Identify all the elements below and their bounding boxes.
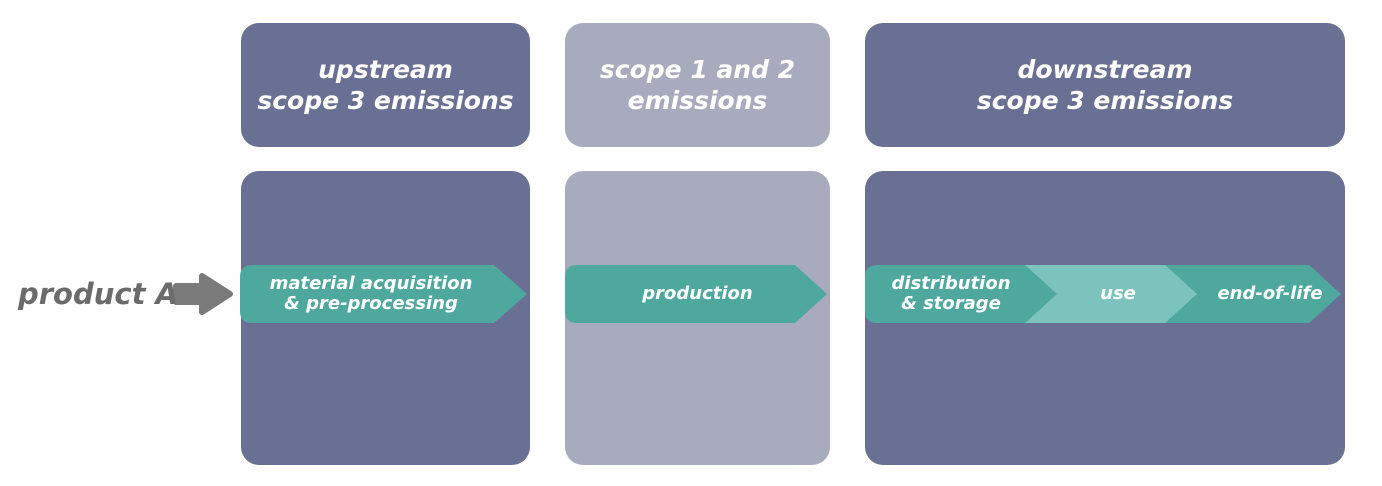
stage-label-use: use (1100, 283, 1136, 304)
header-line: downstream (1017, 55, 1193, 84)
stage-label-end-of-life: end-of-life (1217, 283, 1323, 304)
stage-label-material-acquisition: material acquisition & pre-processing (269, 273, 473, 314)
downstream-scope3-header: downstream scope 3 emissions (865, 23, 1345, 147)
stage-arrow-production (565, 265, 827, 323)
header-line: scope 1 and 2 (599, 55, 796, 84)
header-line: emissions (627, 86, 768, 115)
header-line: scope 3 emissions (976, 86, 1234, 115)
stage-arrows-downstream (865, 265, 1341, 323)
scope12-header: scope 1 and 2 emissions (565, 23, 830, 147)
upstream-scope3-header: upstream scope 3 emissions (241, 23, 530, 147)
stage-label-production: production (642, 283, 753, 304)
right-arrow-icon (173, 273, 233, 315)
header-line: upstream (318, 55, 453, 84)
header-line: scope 3 emissions (257, 86, 514, 115)
stage-arrow-material-acquisition (240, 265, 527, 323)
product-label: product A (18, 277, 178, 311)
stage-label-distribution: distribution & storage (891, 273, 1011, 314)
